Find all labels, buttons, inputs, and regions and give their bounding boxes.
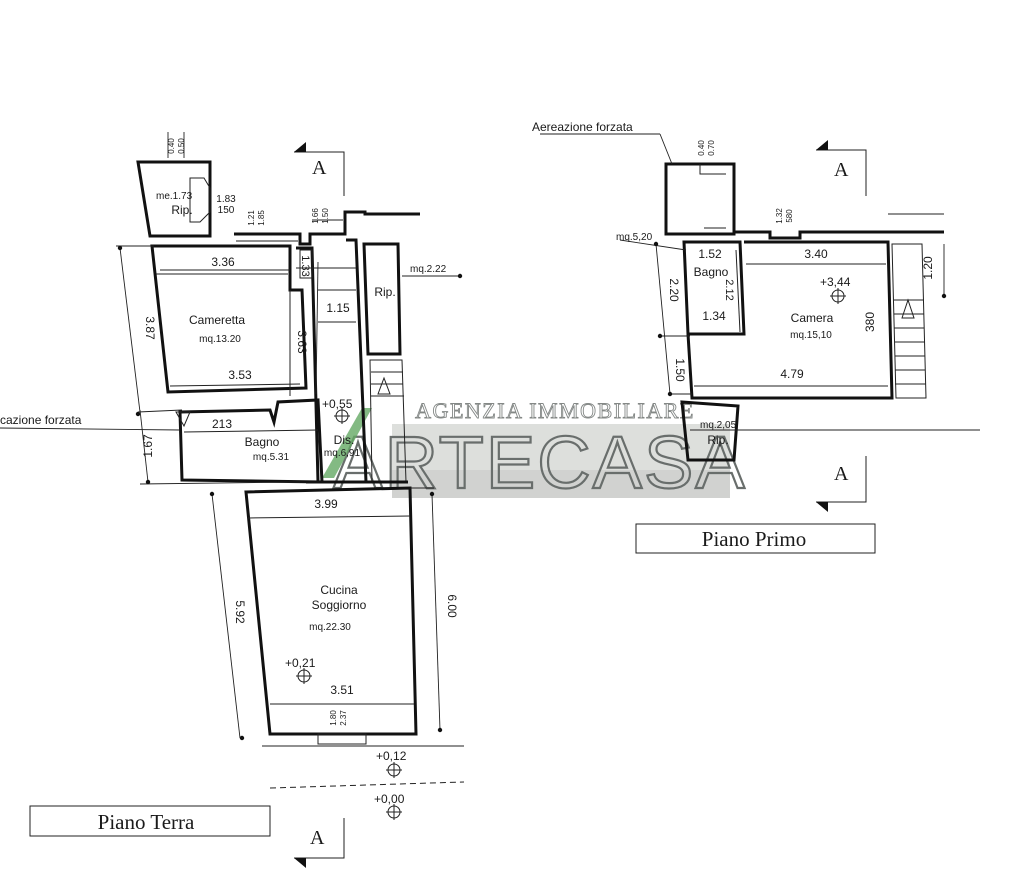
room-cucina-area: mq.22.30 (309, 622, 351, 633)
room-bagno-terra-area: mq.5.31 (253, 452, 290, 463)
watermark: AGENZIA IMMOBILIARE ARTECASA (322, 398, 747, 505)
room-cameretta-area: mq.13.20 (199, 334, 241, 345)
room-bagno-primo-name: Bagno (694, 265, 729, 279)
room-camera-name: Camera (791, 311, 834, 325)
first-floor-title-box (635, 523, 876, 554)
room-rip-esterno-name: Rip. (171, 203, 192, 217)
dim-rip-small-1: 0.40 (167, 138, 176, 154)
dim-bagno-primo-width: 1.52 (698, 247, 722, 261)
dim-win-3b: 2.37 (339, 710, 348, 726)
elevation-cucina: +0,21 (285, 656, 316, 670)
dim-rip-width: 1.83 (216, 194, 236, 205)
first-dimension-lines (540, 133, 980, 431)
dim-camera-top: 3.40 (804, 247, 828, 261)
dimension-texts: 3.36 3.53 3.87 3.63 1.15 1.33 213 1.67 3… (141, 138, 935, 726)
dim-corridor-width: 1.15 (326, 301, 350, 315)
dim-cameretta-top: 3.36 (211, 255, 235, 269)
dim-cameretta-left: 3.87 (143, 316, 157, 340)
dim-win-5b: 580 (785, 209, 794, 223)
dim-camera-bottom: 4.79 (780, 367, 804, 381)
stair-first (891, 243, 927, 399)
watermark-agency: AGENZIA IMMOBILIARE (415, 398, 695, 423)
dim-corridor-upper: 1.33 (299, 255, 311, 276)
svg-text:A: A (834, 463, 849, 485)
dim-cucina-top: 3.99 (314, 497, 338, 511)
room-bagno-primo-area: mq.5,20 (616, 232, 653, 243)
dim-camera-right: 380 (863, 312, 877, 332)
dim-win-1b: 1.85 (257, 210, 266, 226)
svg-text:A: A (312, 157, 327, 179)
room-cameretta-name: Cameretta (189, 313, 245, 327)
dim-bagno-width: 213 (212, 417, 232, 431)
note-aerazione-terra: cazione forzata (0, 413, 82, 427)
dim-cameretta-right: 3.63 (295, 330, 309, 354)
ground-floor-plan: A A (0, 132, 465, 868)
dim-stair-top: 1.20 (921, 256, 935, 280)
dim-cameretta-bottom: 3.53 (228, 368, 252, 382)
elevation-dis: +0,55 (322, 397, 353, 411)
dim-cucina-left: 5.92 (233, 600, 247, 624)
elevation-esterno-1: +0,12 (376, 749, 407, 763)
dim-bagno-left: 1.67 (141, 434, 155, 458)
elevation-esterno-2: +0,00 (374, 792, 405, 806)
room-bagno-terra-name: Bagno (245, 435, 280, 449)
dim-win-2b: 1.50 (321, 208, 330, 224)
dim-rip-small-2: 0.50 (177, 138, 186, 154)
section-marker-top-ground: A (294, 142, 345, 196)
dim-win-4b: 0.70 (707, 140, 716, 156)
room-camera-area: mq.15,10 (790, 330, 832, 341)
dim-win-4a: 0.40 (697, 140, 706, 156)
room-rip-terra-area: mq.2.22 (410, 264, 447, 275)
dim-bagno-primo-lower: 1.34 (702, 309, 726, 323)
dim-win-1a: 1.21 (247, 210, 256, 226)
room-rip-primo-area: mq.2,05 (700, 420, 737, 431)
dim-win-5a: 1.32 (775, 208, 784, 224)
dim-cucina-bottom: 3.51 (330, 683, 354, 697)
section-marker-top-first: A (816, 140, 867, 196)
dim-cucina-right: 6.00 (445, 594, 459, 618)
dim-first-left-lower: 1.50 (673, 358, 687, 382)
dim-win-3a: 1.80 (329, 710, 338, 726)
dim-win-2a: 1.66 (311, 208, 320, 224)
ground-floor-title-box (29, 805, 271, 837)
watermark-brand: ARTECASA (333, 421, 747, 504)
room-cucina-name-2: Soggiorno (312, 598, 367, 612)
svg-text:A: A (310, 827, 325, 849)
elevation-symbols-ground (296, 408, 402, 820)
room-labels: Cameretta mq.13.20 Bagno mq.5.31 Dis. mq… (156, 191, 834, 633)
elevation-camera: +3,44 (820, 275, 851, 289)
room-cucina-name-1: Cucina (320, 583, 358, 597)
first-floor-plan: A A (540, 133, 980, 512)
dim-bagno-primo-height: 2.12 (723, 279, 735, 300)
room-dis-area: mq.6,91 (324, 448, 361, 459)
room-dis-name: Dis. (334, 433, 355, 447)
first-floor-title: Piano Primo (702, 527, 806, 551)
svg-text:A: A (834, 159, 849, 181)
dim-first-left-upper: 2.20 (667, 278, 681, 302)
dim-rip-depth: 150 (218, 205, 235, 216)
section-marker-bottom-first: A (816, 456, 867, 512)
section-marker-bottom-ground: A (294, 818, 345, 868)
elevation-labels: +0,55 +0,21 +0,12 +0,00 +3,44 (285, 275, 851, 806)
ground-floor-title: Piano Terra (98, 810, 195, 834)
ground-dimension-lines (0, 245, 463, 741)
room-rip-esterno-area: me.1.73 (156, 191, 193, 202)
note-aerazione-primo: Aereazione forzata (532, 120, 633, 134)
room-rip-terra-name: Rip. (374, 285, 395, 299)
room-rip-primo-name: Rip. (707, 433, 728, 447)
